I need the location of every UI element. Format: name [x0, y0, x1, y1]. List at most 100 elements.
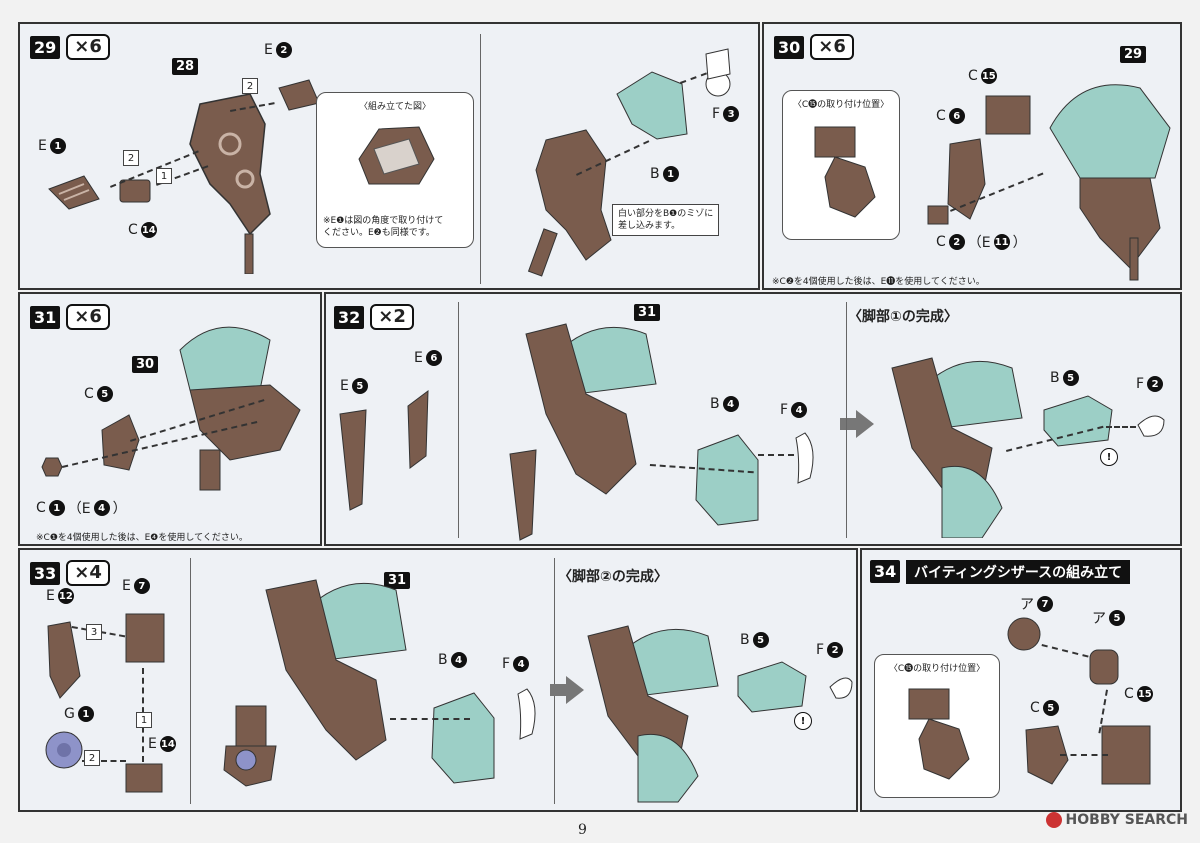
- part-number-badge: 2: [827, 642, 844, 658]
- part-number-badge: 3: [723, 106, 740, 122]
- part-letter: C: [84, 386, 94, 402]
- part-number-badge: 4: [722, 396, 739, 412]
- assembly-line: [390, 718, 470, 720]
- part-number-badge: 14: [159, 736, 176, 752]
- label-e5: E 5: [340, 378, 368, 394]
- part-letter: C: [968, 68, 978, 84]
- assembly-line: [1106, 426, 1136, 428]
- label-e2: E 2: [264, 42, 292, 58]
- panel-divider: [190, 558, 191, 804]
- step-number: 31: [30, 305, 61, 329]
- result-arrow: [840, 410, 874, 438]
- part-number-badge: 14: [140, 222, 157, 238]
- step-34-header: 34: [870, 560, 901, 583]
- usage-note: ※C❶を4個使用した後は、E❹を使用してください。: [36, 533, 248, 543]
- label-c1: C 1 （E 4 ）: [36, 498, 127, 518]
- callout-title: 〈C⓯の取り付け位置〉: [888, 664, 986, 674]
- part-number-badge: 7: [1037, 596, 1053, 612]
- foot-cover-b4: [431, 692, 495, 784]
- leg-frame-illustration: [265, 579, 407, 761]
- label-e12: E 12: [46, 588, 74, 604]
- panel-divider: [458, 302, 459, 538]
- page-number: 9: [578, 822, 587, 838]
- part-letter: ア: [1092, 611, 1106, 627]
- label-a5: ア 5: [1092, 608, 1125, 628]
- clip-f3: [705, 48, 731, 97]
- step-multiplier: ×6: [66, 304, 110, 330]
- tip-line: 差し込みます。: [618, 221, 681, 231]
- label-b1: B 1: [650, 166, 679, 182]
- warning-mark: !: [1100, 448, 1118, 466]
- hinge-e14: [125, 763, 163, 793]
- label-b5: B 5: [740, 632, 769, 648]
- step-29-header: 29 ×6: [30, 34, 110, 60]
- part-letter: B: [1050, 370, 1060, 386]
- part-number-badge: 1: [662, 166, 679, 182]
- foot-cover-b5: [737, 661, 807, 713]
- label-f4: F 4: [780, 402, 808, 418]
- step-30-header: 30 ×6: [774, 34, 854, 60]
- alt-part-open: （E: [967, 235, 991, 251]
- toe-clip-f4: [517, 688, 536, 740]
- label-g1: G 1: [64, 706, 94, 722]
- caution-icon: !: [1100, 448, 1118, 466]
- block-c15: [985, 95, 1031, 135]
- callout-title: 〈組み立てた図〉: [358, 102, 431, 112]
- armor-plate-e1: [48, 175, 100, 210]
- joint-c14: [119, 179, 151, 203]
- part-number-badge: 4: [791, 402, 808, 418]
- order-marker: 2: [242, 78, 258, 94]
- part-number-badge: 2: [948, 234, 965, 250]
- label-f4: F 4: [502, 656, 530, 672]
- order-marker: 1: [156, 168, 172, 184]
- part-number-badge: 1: [77, 706, 94, 722]
- label-b4: B 4: [710, 396, 739, 412]
- caution-icon: !: [794, 712, 812, 730]
- part-letter: ア: [1020, 597, 1034, 613]
- order-marker: 1: [136, 712, 152, 728]
- part-letter: F: [712, 106, 721, 122]
- step-multiplier: ×6: [66, 34, 110, 60]
- frame-with-cover-illustration: [527, 129, 612, 277]
- label-f3: F 3: [712, 106, 740, 122]
- part-letter: E: [46, 588, 55, 604]
- foot-cover-b5: [1043, 395, 1113, 447]
- part-letter: B: [710, 396, 720, 412]
- part-letter: B: [438, 652, 448, 668]
- label-c5: C 5: [1030, 700, 1059, 716]
- hex-c5: [1025, 725, 1069, 785]
- label-c6: C 6: [936, 108, 965, 124]
- panel-divider: [554, 558, 555, 804]
- blade-assembled: [509, 449, 537, 541]
- step-34-panel: 34 バイティングシザースの組み立て 〈C⓯の取り付け位置〉 ア 7 ア 5 C…: [860, 548, 1182, 812]
- part-letter: C: [1124, 686, 1134, 702]
- part-number-badge: 15: [1136, 686, 1153, 702]
- part-number-badge: 2: [1147, 376, 1164, 392]
- part-number-badge: 11: [993, 234, 1010, 250]
- cover-b1: [616, 71, 688, 140]
- step-number: 30: [774, 35, 805, 59]
- order-marker: 2: [123, 150, 139, 166]
- arm-e12: [47, 621, 81, 699]
- c15-position-illustration: [814, 126, 876, 218]
- watermark: HOBBY SEARCH: [1045, 812, 1188, 828]
- hobby-search-logo-icon: [1045, 812, 1062, 828]
- assembled-part-illustration: [358, 126, 435, 185]
- part-number-badge: 5: [1109, 610, 1125, 626]
- step-30-panel: 30 ×6 29 〈C⓯の取り付け位置〉 C 15 C 6 C 2 （E 11 …: [762, 22, 1182, 290]
- part-number-badge: 15: [980, 68, 997, 84]
- foot-cover-b4: [695, 434, 759, 526]
- callout-note: ※E❶は図の角度で取り付けて ください。E❷も同様です。: [323, 215, 443, 239]
- assembled-view-callout: 〈組み立てた図〉 ※E❶は図の角度で取り付けて ください。E❷も同様です。: [316, 92, 474, 248]
- step-title: バイティングシザースの組み立て: [906, 560, 1131, 584]
- nut-c1: [41, 457, 63, 477]
- pincer-subassembly: [223, 705, 277, 787]
- ref-part-28: 28: [172, 58, 199, 75]
- ref-part-31: 31: [634, 304, 661, 321]
- tip-f2: [1137, 415, 1165, 437]
- label-c2: C 2 （E 11 ）: [936, 232, 1027, 252]
- part-letter: G: [64, 706, 75, 722]
- watermark-text: HOBBY SEARCH: [1065, 812, 1188, 828]
- step-32-header: 32 ×2: [334, 304, 414, 330]
- part-letter: C: [36, 500, 46, 516]
